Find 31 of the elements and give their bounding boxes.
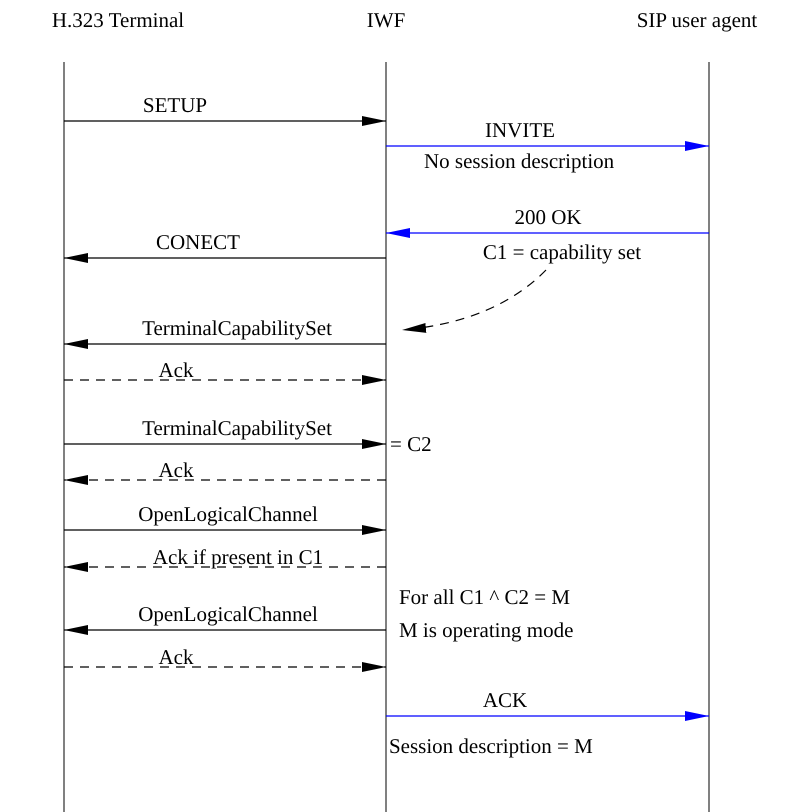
participant-label: H.323 Terminal bbox=[52, 8, 184, 32]
dashed-message-arrow bbox=[64, 475, 386, 485]
dashed-message-arrow bbox=[64, 662, 386, 672]
edge-label: OpenLogicalChannel bbox=[136, 603, 320, 625]
edge-label: Ack if present in C1 bbox=[152, 546, 324, 568]
note-text: C1 = capability set bbox=[482, 240, 642, 264]
message-arrow bbox=[64, 253, 386, 263]
edge-label: Ack bbox=[158, 359, 194, 381]
note-text: Session description = M bbox=[389, 734, 593, 758]
message-arrow bbox=[386, 711, 709, 721]
edge-label: OpenLogicalChannel bbox=[136, 503, 320, 525]
participant-label: IWF bbox=[366, 8, 406, 32]
message-arrow bbox=[386, 228, 709, 238]
message-arrow bbox=[64, 116, 386, 126]
dashed-message-arrow bbox=[64, 375, 386, 385]
note-text: = C2 bbox=[390, 432, 432, 456]
note-text: For all C1 ^ C2 = M bbox=[399, 585, 570, 609]
note-text: M is operating mode bbox=[399, 618, 574, 642]
message-arrow bbox=[386, 141, 709, 151]
edge-label: TerminalCapabilitySet bbox=[140, 317, 334, 339]
participant-label: SIP user agent bbox=[636, 8, 758, 32]
edge-label: TerminalCapabilitySet bbox=[140, 417, 334, 439]
dashed-message-arrow bbox=[64, 562, 386, 572]
edge-label: Ack bbox=[158, 646, 194, 668]
message-arrow bbox=[64, 339, 386, 349]
edge-label: Ack bbox=[158, 459, 194, 481]
leader-line bbox=[402, 270, 546, 332]
message-arrow bbox=[64, 625, 386, 635]
note-text: No session description bbox=[424, 149, 614, 173]
message-arrow bbox=[64, 439, 386, 449]
message-arrow bbox=[64, 525, 386, 535]
